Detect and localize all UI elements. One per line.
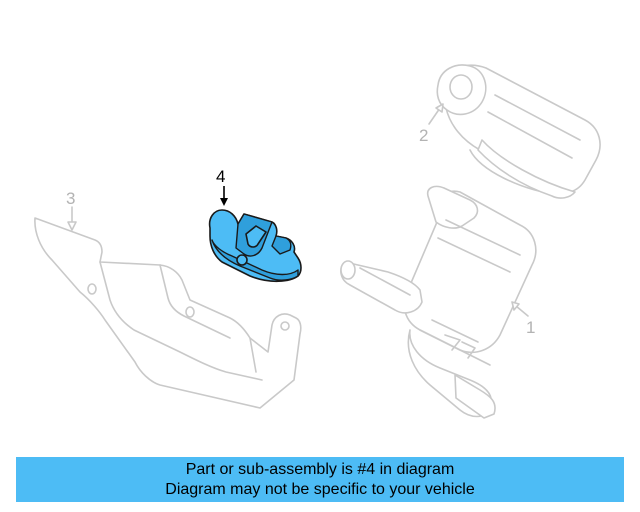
callout-1-label: 1	[526, 318, 535, 337]
callout-2-label: 2	[419, 126, 428, 145]
part-1-pump-valve	[340, 185, 537, 419]
part-2-hose-clamp	[436, 64, 601, 199]
callout-4-label: 4	[216, 167, 225, 186]
banner-line-1: Part or sub-assembly is #4 in diagram	[185, 461, 455, 478]
callout-3: 3	[66, 189, 77, 231]
callout-1: 1	[511, 301, 535, 337]
part-3-bracket	[34, 217, 302, 409]
parts-diagram: 2 1 3	[34, 64, 601, 419]
part-4-highlighted-clip[interactable]	[208, 209, 302, 283]
info-banner: Part or sub-assembly is #4 in diagram Di…	[16, 457, 624, 502]
banner-line-2: Diagram may not be specific to your vehi…	[165, 481, 475, 498]
callout-4: 4	[216, 167, 228, 206]
callout-3-label: 3	[66, 189, 75, 208]
callout-2: 2	[419, 103, 444, 145]
